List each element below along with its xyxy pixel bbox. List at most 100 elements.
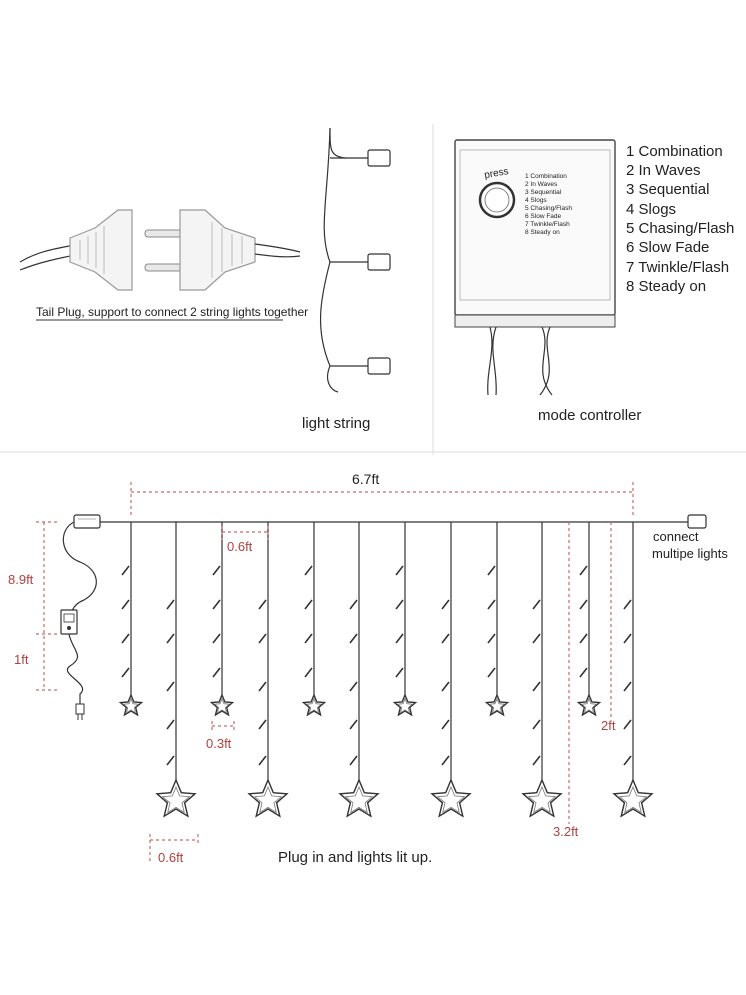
mode-list: 1 Combination 2 In Waves 3 Sequential 4 … <box>626 143 734 295</box>
bulb-icon <box>532 755 541 766</box>
star-inner-icon <box>436 785 466 814</box>
mode-item: 5 Chasing/Flash <box>626 220 734 237</box>
star-inner-icon <box>618 785 648 814</box>
bulb-icon <box>623 681 632 692</box>
bulb-icon <box>532 633 541 644</box>
star-icon <box>430 778 472 818</box>
spacing-top-dimension <box>221 526 269 540</box>
star-inner-icon <box>213 697 231 714</box>
star-icon <box>392 693 418 717</box>
bulb-icon <box>258 755 267 766</box>
bulb-icon <box>304 633 313 644</box>
bulb-icon <box>623 633 632 644</box>
star-icon <box>338 778 380 818</box>
star-icon <box>118 693 144 717</box>
controller-mode-small: 2 In Waves <box>525 181 558 188</box>
bulb-icon <box>487 633 496 644</box>
width-dimension <box>130 482 634 518</box>
bulb-icon <box>212 633 221 644</box>
bulb-icon <box>349 681 358 692</box>
star-icon <box>484 693 510 717</box>
mode-controller-caption: mode controller <box>538 407 641 424</box>
bulb-icon <box>441 681 450 692</box>
star-inner-icon <box>344 785 374 814</box>
star-icon <box>301 693 327 717</box>
press-label: press <box>484 166 510 181</box>
bulb-icon <box>121 667 130 678</box>
star-inner-icon <box>580 697 598 714</box>
bulb-icon <box>395 565 404 576</box>
bulb-icon <box>258 681 267 692</box>
long-drop-label: 3.2ft <box>553 824 579 839</box>
mode-item: 4 Slogs <box>626 201 676 218</box>
mode-item: 7 Twinkle/Flash <box>626 259 729 276</box>
bulb-icon <box>121 599 130 610</box>
height-total-label: 8.9ft <box>8 572 34 587</box>
bulb-icon <box>579 633 588 644</box>
star-inner-icon <box>253 785 283 814</box>
bulb-icon <box>395 633 404 644</box>
light-string-illustration <box>319 127 391 393</box>
bulb-icon <box>487 667 496 678</box>
star-inner-icon <box>305 697 323 714</box>
bulb-icon <box>579 599 588 610</box>
connect-label: connect <box>653 529 699 544</box>
bulb-icon <box>304 565 313 576</box>
big-star-label: 0.6ft <box>158 850 184 865</box>
bulb-icon <box>121 565 130 576</box>
star-icon <box>521 778 563 818</box>
controller-mode-small: 1 Combination <box>525 173 567 180</box>
bulb-icon <box>579 565 588 576</box>
mode-item: 8 Steady on <box>626 278 706 295</box>
bulb-icon <box>212 599 221 610</box>
mode-item: 3 Sequential <box>626 181 709 198</box>
bulb-icon <box>212 667 221 678</box>
bulb-icon <box>166 633 175 644</box>
bulb-icon <box>532 719 541 730</box>
controller-mode-small: 4 Slogs <box>525 197 547 204</box>
bulb-icon <box>395 667 404 678</box>
controller-mode-list-small: 1 Combination 2 In Waves 3 Sequential 4 … <box>525 173 572 236</box>
bulb-icon <box>623 719 632 730</box>
tail-plug-illustration <box>19 209 301 291</box>
mode-item: 1 Combination <box>626 143 723 160</box>
connect-label-2: multipe lights <box>652 546 728 561</box>
star-icon <box>155 778 197 818</box>
star-icon <box>247 778 289 818</box>
bulb-icon <box>441 633 450 644</box>
star-icon <box>576 693 602 717</box>
bulb-icon <box>349 755 358 766</box>
strand-group <box>118 522 654 818</box>
footer-caption: Plug in and lights lit up. <box>278 849 432 866</box>
bulb-icon <box>166 755 175 766</box>
bulb-icon <box>258 599 267 610</box>
bulb-icon <box>349 599 358 610</box>
big-star-dimension <box>149 834 199 862</box>
bulb-icon <box>623 599 632 610</box>
star-inner-icon <box>161 785 191 814</box>
input-connector <box>73 514 101 529</box>
controller-mode-small: 3 Sequential <box>525 189 562 196</box>
bulb-icon <box>304 599 313 610</box>
star-inner-icon <box>527 785 557 814</box>
mode-item: 6 Slow Fade <box>626 239 709 256</box>
controller-mode-small: 6 Slow Fade <box>525 213 562 220</box>
spacing-top-label: 0.6ft <box>227 539 253 554</box>
bulb-icon <box>258 719 267 730</box>
controller-mode-small: 8 Steady on <box>525 229 560 236</box>
bulb-icon <box>487 599 496 610</box>
star-icon <box>612 778 654 818</box>
mode-item: 2 In Waves <box>626 162 700 179</box>
controller-mode-small: 7 Twinkle/Flash <box>525 221 570 228</box>
small-star-dimension <box>211 721 235 731</box>
bulb-icon <box>258 633 267 644</box>
bulb-icon <box>212 565 221 576</box>
bulb-icon <box>441 599 450 610</box>
bulb-icon <box>166 681 175 692</box>
height-dimension <box>36 521 58 691</box>
small-star-label: 0.3ft <box>206 736 232 751</box>
bulb-icon <box>166 719 175 730</box>
bulb-icon <box>532 681 541 692</box>
star-inner-icon <box>396 697 414 714</box>
